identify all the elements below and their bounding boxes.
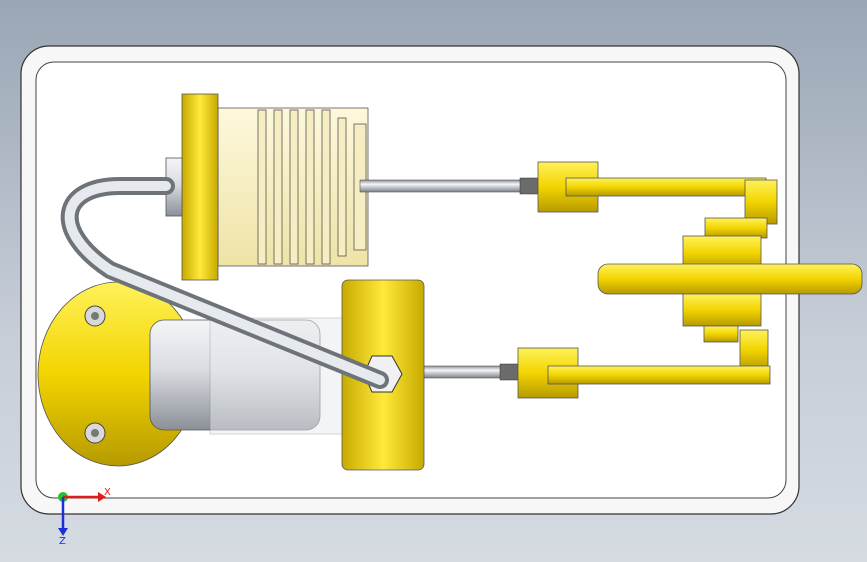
lower-clevis[interactable]: [517, 347, 771, 399]
triad-x-label: X: [104, 487, 111, 498]
coordinate-triad[interactable]: [58, 492, 106, 536]
flywheel-assembly[interactable]: [597, 217, 863, 371]
upper-clevis[interactable]: [537, 161, 778, 225]
lower-rod-thread[interactable]: [499, 363, 521, 381]
upper-piston-rod[interactable]: [359, 179, 539, 193]
triad-z-label: Z: [59, 536, 66, 547]
cylinder-flange[interactable]: [181, 93, 219, 281]
finned-cylinder[interactable]: [217, 107, 369, 267]
upper-rod-thread[interactable]: [519, 177, 539, 195]
